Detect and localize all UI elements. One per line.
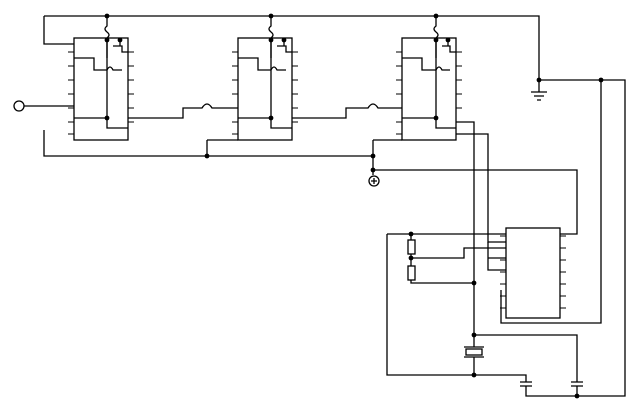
top-rail-wire xyxy=(43,15,601,81)
supply-plus-icon xyxy=(368,140,578,235)
ic-1 xyxy=(68,16,134,141)
input-terminal xyxy=(13,100,74,112)
resistor-2 xyxy=(407,265,416,281)
capacitor-1 xyxy=(474,374,577,397)
ic3-to-ic4-wires xyxy=(456,121,506,282)
link-ic1-ic2 xyxy=(128,103,238,119)
capacitor-2 xyxy=(571,79,626,397)
ic-3 xyxy=(373,16,462,141)
bottom-rail-wire xyxy=(43,130,373,157)
junction-dots xyxy=(104,13,604,399)
resistor-1 xyxy=(407,239,416,255)
ic-4 xyxy=(500,80,602,324)
left-loop-wire xyxy=(386,234,474,376)
link-ic2-ic3 xyxy=(292,103,402,119)
ground-icon xyxy=(531,80,547,101)
ic-2 xyxy=(207,16,298,141)
crystal xyxy=(464,283,578,380)
